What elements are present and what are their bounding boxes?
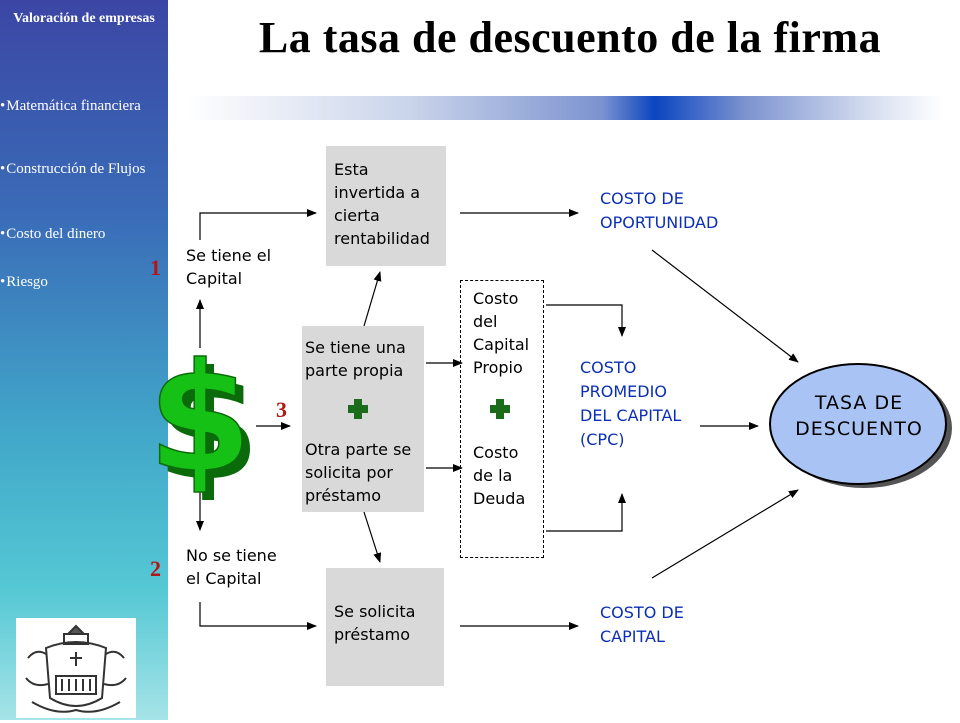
costo-oportunidad: COSTO DE OPORTUNIDAD: [600, 189, 719, 232]
label-se-tiene-capital: Se tiene el Capital: [186, 246, 272, 288]
sidebar-item-matematica: •Matemática financiera: [0, 98, 141, 114]
costo-capital-propio: Costo del Capital Propio: [473, 289, 530, 377]
step-number-1: 1: [150, 255, 161, 280]
box-prestamo-text: Otra parte se solicita por préstamo: [305, 440, 412, 505]
sidebar-item-flujos: •Construcción de Flujos: [0, 161, 146, 177]
costo-deuda: Costo de la Deuda: [473, 443, 526, 508]
svg-text:$: $: [156, 340, 260, 514]
sidebar-item-costo-dinero: •Costo del dinero: [0, 226, 106, 242]
costo-promedio-capital: COSTO PROMEDIO DEL CAPITAL (CPC): [580, 358, 682, 449]
label-no-se-tiene-capital: No se tiene el Capital: [186, 546, 277, 588]
sidebar-item-riesgo: •Riesgo: [0, 274, 48, 290]
box-parte-propia: Se tiene una parte propia Otra parte se …: [302, 326, 424, 512]
box-solicita-prestamo: Se solicita préstamo: [326, 568, 444, 686]
costo-capital: COSTO DE CAPITAL: [600, 603, 684, 646]
sidebar-title: Valoración de empresas: [13, 11, 155, 26]
svg-text:$: $: [148, 332, 252, 506]
step-number-3: 3: [276, 397, 287, 422]
box-invertida-text: Esta invertida a cierta rentabilidad: [334, 160, 430, 248]
tasa-descuento-ellipse: [769, 363, 947, 485]
university-crest-logo: [16, 618, 136, 718]
plus-icon: [490, 399, 510, 419]
tasa-descuento-label: TASA DE DESCUENTO: [795, 392, 923, 440]
dollar-sign-icon: $ $: [147, 331, 260, 514]
step-number-2: 2: [150, 556, 161, 581]
page-title: La tasa de descuento de la firma: [258, 13, 882, 62]
box-parte-propia-text: Se tiene una parte propia: [305, 338, 406, 380]
sidebar: Valoración de empresas •Matemática finan…: [0, 0, 168, 720]
header-gradient-band: [186, 96, 942, 120]
dashed-cost-group: Costo del Capital Propio Costo de la Deu…: [460, 280, 544, 558]
plus-icon: [348, 399, 368, 419]
box-solicita-prestamo-text: Se solicita préstamo: [334, 602, 416, 644]
box-invertida: Esta invertida a cierta rentabilidad: [326, 146, 446, 266]
